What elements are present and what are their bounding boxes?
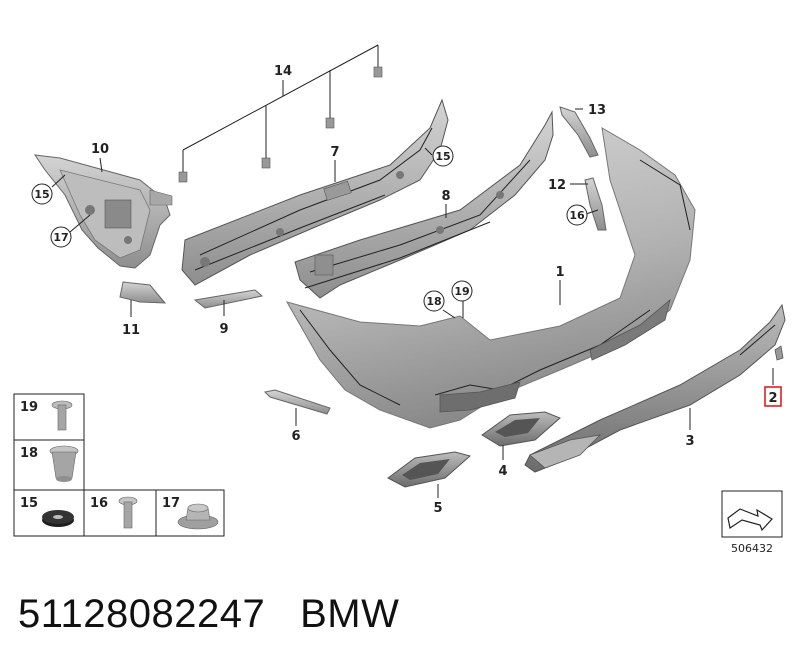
svg-text:19: 19 (20, 400, 38, 415)
svg-text:16: 16 (569, 209, 585, 222)
callout-2: 2 (768, 391, 777, 406)
circled-callout-19: 19 (451, 280, 473, 302)
bumper-part-1 (285, 127, 696, 429)
circled-callout-15-left: 15 (31, 183, 53, 205)
legend-item-15: 15 (20, 496, 74, 527)
legend-item-17: 17 (162, 496, 219, 530)
legend-item-16: 16 (90, 496, 138, 529)
callout-14: 14 (274, 64, 292, 79)
svg-text:18: 18 (426, 295, 441, 308)
carrier-part-7 (181, 98, 449, 286)
svg-text:15: 15 (435, 150, 450, 163)
svg-text:15: 15 (20, 496, 38, 511)
part-9-bracket (193, 289, 264, 309)
svg-text:16: 16 (90, 496, 108, 511)
diagram-number: 506432 (731, 542, 773, 555)
beam-part-8 (294, 110, 554, 299)
callout-5: 5 (433, 501, 442, 516)
trim-part-5 (387, 451, 472, 488)
brand-name: BMW (300, 592, 400, 636)
callout-11: 11 (122, 323, 140, 338)
legend-item-19: 19 (20, 400, 73, 431)
circled-callout-17: 17 (50, 226, 72, 248)
diagram-reference-box: 506432 (721, 490, 783, 555)
svg-text:17: 17 (53, 231, 68, 244)
legend-item-18: 18 (20, 445, 79, 482)
callout-10: 10 (91, 142, 109, 157)
strip-part-6 (263, 389, 331, 415)
orientation-arrow-icon (727, 508, 773, 532)
part-13-bracket (559, 106, 599, 158)
part-2-clip (774, 345, 784, 361)
svg-text:19: 19 (454, 285, 469, 298)
diffuser-part-3 (524, 303, 786, 473)
callout-12: 12 (548, 178, 566, 193)
callout-1: 1 (555, 265, 564, 280)
part-footer: 51128082247 BMW (18, 592, 399, 637)
part-number: 51128082247 (18, 592, 266, 636)
part-11-clip (119, 281, 167, 304)
leader-lines (51, 108, 774, 498)
svg-text:17: 17 (162, 496, 180, 511)
callout-7: 7 (330, 145, 339, 160)
svg-text:18: 18 (20, 446, 38, 461)
circled-callout-18: 18 (423, 290, 445, 312)
callout-9: 9 (219, 322, 228, 337)
callout-6: 6 (291, 429, 300, 444)
callout-3: 3 (685, 434, 694, 449)
bracket-part-10 (33, 154, 173, 269)
callout-8: 8 (441, 189, 450, 204)
trim-part-4 (481, 411, 561, 447)
small-parts-legend: 19 18 15 16 17 (13, 393, 225, 537)
circled-callout-15-top: 15 (432, 145, 454, 167)
callout-2-highlighted[interactable]: 2 (764, 386, 782, 407)
callout-13: 13 (588, 103, 606, 118)
callout-4: 4 (498, 464, 507, 479)
fastener-group-14 (178, 44, 383, 183)
circled-callout-16: 16 (566, 204, 588, 226)
part-12-bracket (584, 177, 607, 231)
svg-text:15: 15 (34, 188, 49, 201)
